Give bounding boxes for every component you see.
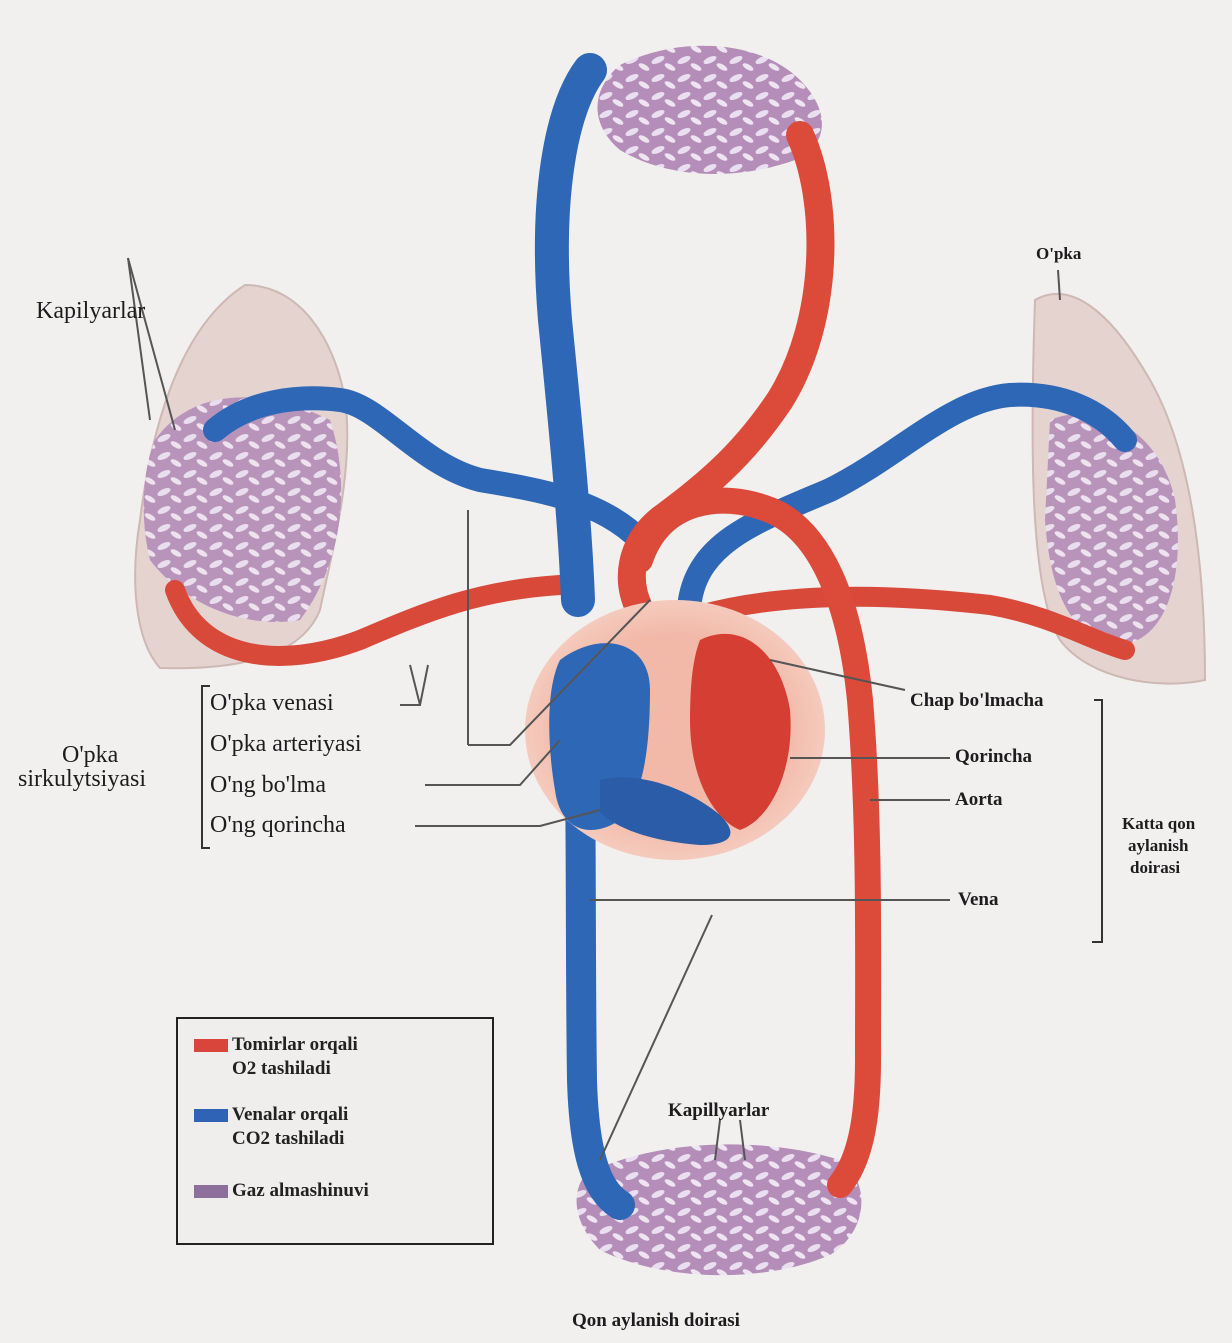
legend-swatch-purple [194,1185,228,1198]
label-vein: Vena [958,889,998,911]
caption: Qon aylanish doirasi [572,1310,740,1332]
legend: Tomirlar orqali O2 tashiladi Venalar orq… [176,1017,494,1245]
label-lung-right: O'pka [1036,244,1081,264]
label-ventricle: Qorincha [955,746,1032,768]
label-capillaries-top: Kapilyarlar [36,298,145,325]
label-left-atrium: Chap bo'lmacha [910,690,1044,712]
label-aorta: Aorta [955,789,1002,811]
top-capillaries [598,46,822,174]
label-right-atrium: O'ng bo'lma [210,772,326,799]
label-systemic-1: Katta qon [1122,814,1195,834]
right-bracket [1092,700,1102,942]
label-pulmonary-artery: O'pka arteriyasi [210,731,362,758]
label-systemic-2: aylanish [1128,836,1188,856]
label-pulmonary-circulation-1: O'pka [62,742,118,769]
legend-item-gas-exchange: Gaz almashinuvi [194,1179,369,1203]
legend-item-arteries: Tomirlar orqali O2 tashiladi [194,1033,358,1081]
label-pulmonary-circulation-2: sirkulytsiyasi [18,766,146,793]
label-capillaries-bottom: Kapillyarlar [668,1100,769,1122]
left-bracket [202,686,210,848]
legend-item-veins: Venalar orqali CO2 tashiladi [194,1103,348,1151]
superior-vena [552,70,590,600]
label-right-ventricle: O'ng qorincha [210,812,346,839]
legend-swatch-blue [194,1109,228,1122]
legend-swatch-red [194,1039,228,1052]
label-systemic-3: doirasi [1130,858,1180,878]
label-pulmonary-vein: O'pka venasi [210,690,334,717]
